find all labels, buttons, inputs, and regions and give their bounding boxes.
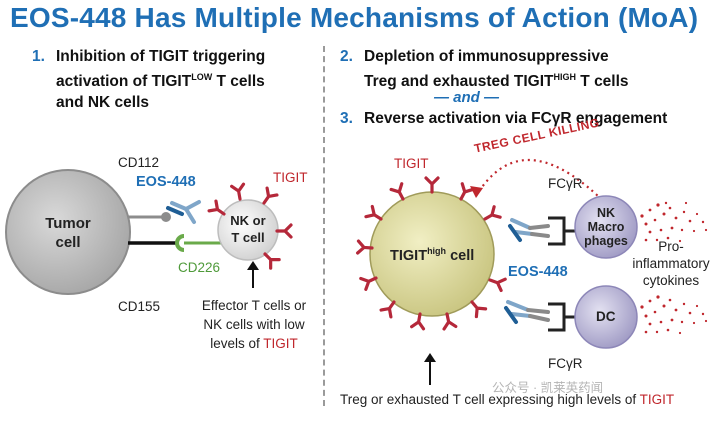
nk-macrophage-cell <box>574 195 638 259</box>
eos448-antibody <box>508 218 550 242</box>
tigit-label-right: TIGIT <box>394 156 429 171</box>
page-title: EOS-448 Has Multiple Mechanisms of Actio… <box>10 2 699 33</box>
eos448-antibody <box>166 200 201 224</box>
mechanism-1-line2: activation of TIGIT <box>56 73 192 91</box>
tigit-receptor <box>275 223 293 239</box>
mechanism-3-number: 3. <box>340 110 353 127</box>
mechanism-2-line1: Depletion of immunosuppressive <box>364 48 609 65</box>
nk-macrophage-label: NK Macro phages <box>584 206 628 248</box>
mechanism-1-line1: Inhibition of TIGIT triggering <box>56 48 266 65</box>
arrow-treg-head <box>424 353 436 362</box>
tumor-cell <box>5 169 131 295</box>
tigit-receptor <box>486 272 507 293</box>
cd112-label: CD112 <box>118 155 160 170</box>
fcgr-receptor <box>548 302 566 332</box>
treg-killing-arrowhead <box>470 186 483 198</box>
eos448-label-left: EOS-448 <box>136 174 196 190</box>
effector-caption-line1: Effector T cells or <box>201 298 307 313</box>
mechanism-3: 3. Reverse activation via FCγR engagement <box>340 108 667 129</box>
treg-caption: Treg or exhausted T cell expressing high… <box>340 392 674 407</box>
mechanism-3-text: Reverse activation via FCγR engagement <box>364 110 668 127</box>
treg-killing-arc <box>475 159 599 197</box>
effector-caption-line3: levels of <box>210 336 264 351</box>
arrow-effector-head <box>247 261 259 270</box>
effector-caption: Effector T cells or NK cells with low le… <box>184 296 324 353</box>
mechanism-2-line2-post: T cells <box>575 73 629 91</box>
effector-caption-line2: NK cells with low <box>203 317 305 332</box>
tigit-receptor <box>424 176 440 194</box>
mechanism-2: 2. Depletion of immunosuppressive Treg an… <box>340 46 629 92</box>
effector-caption-tigit: TIGIT <box>263 336 298 351</box>
tigit-high-cell-text: TIGIT <box>390 247 428 264</box>
fcgr-bottom-label: FCγR <box>548 356 583 371</box>
tigit-high-cell-label: TIGIThigh cell <box>390 246 474 264</box>
eos448-antibody <box>504 300 550 324</box>
cytokines-label: Pro- inflammatory cytokines <box>632 239 710 288</box>
tumor-cell-label: Tumor cell <box>45 215 91 251</box>
cd226-receptor <box>175 234 185 252</box>
mechanism-1: 1. Inhibition of TIGIT triggering activat… <box>32 46 265 113</box>
cd112-ligand-head <box>161 212 171 222</box>
cd155-label: CD155 <box>118 299 161 314</box>
fcgr-top-label: FCγR <box>548 176 583 191</box>
tigit-label-left: TIGIT <box>273 170 308 185</box>
mechanism-2-number: 2. <box>340 48 353 65</box>
and-separator: — and — <box>434 89 500 106</box>
cytokine-spray <box>640 201 708 243</box>
mechanism-2-line2: Treg and exhausted TIGIT <box>364 73 554 91</box>
mechanism-1-line2-post: T cells <box>212 73 265 91</box>
dc-label: DC <box>596 309 616 324</box>
tigit-high-cell-sup: high <box>427 246 447 256</box>
panel-divider <box>323 46 325 406</box>
mechanism-2-sup: HIGH <box>553 72 576 82</box>
treg-caption-tigit: TIGIT <box>639 392 675 407</box>
dc-cell <box>574 285 638 349</box>
watermark: 公众号 · 凯莱英药闻 <box>492 381 604 395</box>
mechanism-1-number: 1. <box>32 48 45 65</box>
mechanism-1-sup: LOW <box>191 72 213 82</box>
treg-caption-text: Treg or exhausted T cell expressing high… <box>340 392 640 407</box>
tigit-receptor <box>230 182 248 202</box>
cd226-label: CD226 <box>178 260 221 275</box>
fcgr-receptor <box>548 216 566 246</box>
tigit-high-cell-post: cell <box>446 247 475 264</box>
cytokine-spray <box>640 295 708 335</box>
eos448-label-right: EOS-448 <box>508 264 568 280</box>
nk-t-cell-label: NK or T cell <box>230 213 266 245</box>
mechanism-1-line3: and NK cells <box>56 94 150 112</box>
